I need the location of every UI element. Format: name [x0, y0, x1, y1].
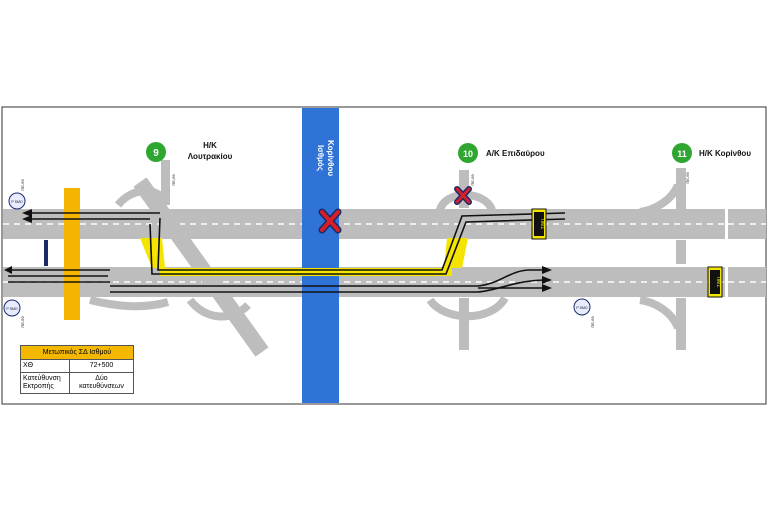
- pmv-upper-label: ΠΜΣ: [539, 219, 545, 230]
- interchange-9-name-line2: Λουτρακίου: [188, 152, 233, 161]
- legend-title: Μετωπικός ΣΔ Ισθμού: [21, 346, 133, 360]
- legend-row-key: ΧΘ: [21, 360, 70, 372]
- legend-row: ΧΘ 72+500: [21, 360, 133, 373]
- interchange-9-badge: 9: [146, 142, 166, 162]
- post-label-left-lower: ΠΕ-69: [20, 316, 25, 328]
- post-label-ramp-11: ΠΕ-69: [685, 172, 690, 184]
- highway-upper-carriageway: [3, 209, 725, 239]
- post-label-right-lower: ΠΕ-69: [590, 316, 595, 328]
- interchange-9-number: 9: [153, 148, 159, 159]
- orange-closure-barrier: [64, 188, 80, 320]
- canal-label-line2: Κορίνθου: [326, 140, 335, 176]
- interchange-11-number: 11: [677, 149, 687, 159]
- post-label-left-upper: ΠΕ-69: [20, 179, 25, 191]
- post-label-ramp-9: ΠΕ-69: [171, 174, 176, 186]
- circle-sign-lower-right-text: P SMO: [576, 306, 587, 310]
- circle-sign-upper-left-text: P SMO: [11, 200, 22, 204]
- circle-sign-lower-left-text: P SMO: [6, 307, 17, 311]
- corinth-canal: Ισθμός Κορίνθου: [302, 108, 339, 403]
- interchange-11-name: Η/Κ Κορίνθου: [699, 149, 751, 158]
- post-label-ramp-10: ΠΕ-69: [470, 174, 475, 186]
- legend-row: Κατεύθυνση Εκτροπής Δύο κατευθύνσεων: [21, 373, 133, 393]
- traffic-flow-lines: [4, 209, 566, 293]
- legend-row-key: Κατεύθυνση Εκτροπής: [21, 373, 70, 393]
- interchange-11-badge: 11: [672, 143, 692, 163]
- circle-sign-lower-right: P SMO: [573, 298, 591, 316]
- legend-row-value: Δύο κατευθύνσεων: [79, 375, 124, 390]
- legend-table: Μετωπικός ΣΔ Ισθμού ΧΘ 72+500 Κατεύθυνση…: [20, 345, 134, 394]
- left-lane-marker: [44, 240, 48, 266]
- interchange-10-name: Α/Κ Επιδαύρου: [486, 149, 545, 158]
- interchange-9-name-line1: Η/Κ: [203, 141, 217, 150]
- closure-x-ramp-10: [454, 186, 472, 205]
- diagonal-crossing-road: [133, 177, 269, 357]
- canal-label-line1: Ισθμός: [316, 145, 325, 171]
- closure-x-canal: [318, 208, 342, 234]
- interchange-10-number: 10: [463, 149, 473, 159]
- circle-sign-lower-left: P SMO: [3, 299, 21, 317]
- highway-right-extension: [728, 209, 766, 297]
- pmv-sign-lower: ΠΜΣ: [707, 266, 723, 298]
- circle-sign-upper-left: P SMO: [8, 192, 26, 210]
- interchange-10-badge: 10: [458, 143, 478, 163]
- pmv-lower-label: ΠΜΣ: [715, 277, 721, 288]
- pmv-sign-upper: ΠΜΣ: [531, 208, 547, 240]
- legend-row-value: 72+500: [89, 362, 114, 369]
